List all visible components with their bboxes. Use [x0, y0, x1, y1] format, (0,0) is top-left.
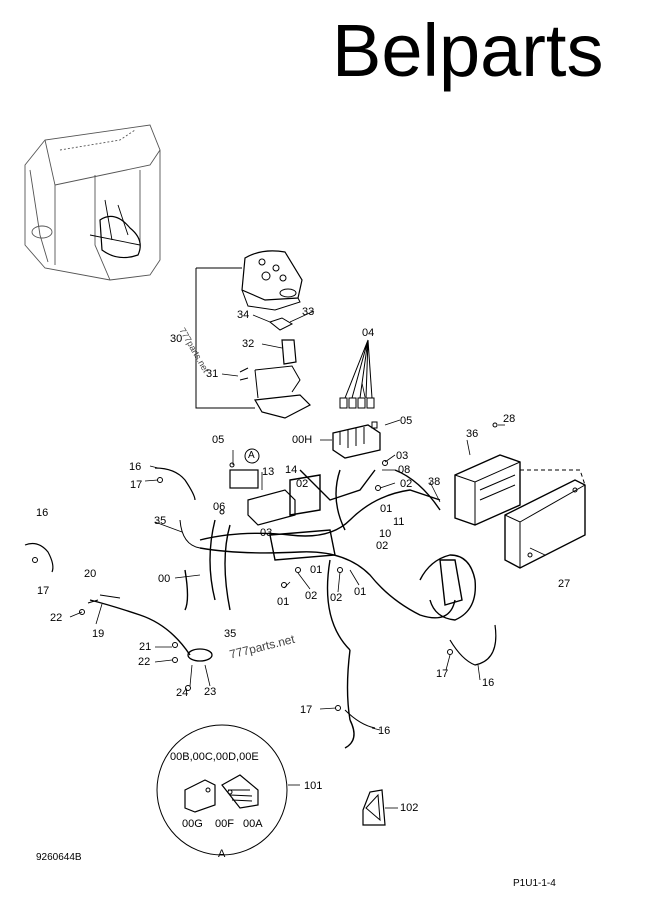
part-label-24: 24: [176, 687, 189, 699]
part-label-32: 32: [242, 338, 255, 350]
mounting-plate: [504, 469, 586, 569]
part-label-16: 16: [378, 725, 391, 737]
part-label-05: 05: [400, 415, 413, 427]
part-label-01: 01: [277, 596, 290, 608]
drawing-number: 9260644B: [36, 852, 82, 863]
part-label-00H: 00H: [292, 434, 313, 446]
detail-marker-letter: A: [248, 450, 255, 461]
main-wire-harness: [184, 469, 477, 749]
part-label-17: 17: [130, 479, 143, 491]
part-label-00: 00: [158, 573, 171, 585]
detail-view-a: [156, 724, 288, 856]
part-label-00F: 00F: [215, 818, 234, 830]
switch-panel-group: [195, 250, 312, 419]
part-label-102: 102: [400, 802, 419, 814]
part-label-27: 27: [558, 578, 571, 590]
detail-marker-circle: [244, 448, 260, 464]
part-label-10: 10: [379, 528, 392, 540]
part-label-22: 22: [138, 656, 151, 668]
page-reference: P1U1-1-4: [513, 878, 556, 889]
part-label-00B-00E: 00B,00C,00D,00E: [170, 751, 259, 763]
part-label-02: 02: [330, 592, 343, 604]
part-label-16: 16: [482, 677, 495, 689]
part-label-34: 34: [237, 309, 250, 321]
part-label-17: 17: [436, 668, 449, 680]
part-label-02: 02: [296, 478, 309, 490]
part-label-17: 17: [300, 704, 313, 716]
part-label-13: 13: [262, 466, 275, 478]
part-label-06: 06: [213, 501, 226, 513]
part-label-02: 02: [305, 590, 318, 602]
part-label-36: 36: [466, 428, 479, 440]
detail-caption: A: [218, 848, 226, 860]
relay-connectors: [339, 339, 375, 409]
small-parts: [24, 460, 497, 729]
part-label-14: 14: [285, 464, 298, 476]
part-label-02: 02: [400, 478, 413, 490]
part-label-38: 38: [428, 476, 441, 488]
part-label-33: 33: [302, 306, 315, 318]
part-label-11: 11: [393, 516, 405, 528]
part-label-28: 28: [503, 413, 516, 425]
part-label-01: 01: [310, 564, 323, 576]
part-label-17: 17: [37, 585, 50, 597]
controller-unit: [454, 422, 521, 526]
fuse-box: [332, 421, 381, 459]
part-label-16: 16: [36, 507, 49, 519]
part-label-03: 03: [396, 450, 409, 462]
part-label-21: 21: [139, 641, 152, 653]
part-label-05: 05: [212, 434, 225, 446]
part-label-08: 08: [398, 464, 411, 476]
part-label-01: 01: [380, 503, 393, 515]
brand-title: Belparts: [332, 9, 604, 92]
part-label-101: 101: [304, 780, 323, 792]
part-label-23: 23: [204, 686, 217, 698]
part-label-03: 03: [260, 527, 273, 539]
part-label-20: 20: [84, 568, 97, 580]
cab-overview-sketch: [24, 124, 161, 281]
label-sticker: [362, 789, 386, 826]
part-label-02: 02: [376, 540, 389, 552]
part-label-04: 04: [362, 327, 375, 339]
part-label-01: 01: [354, 586, 367, 598]
part-label-35: 35: [224, 628, 237, 640]
part-label-00G: 00G: [182, 818, 203, 830]
part-label-22: 22: [50, 612, 63, 624]
leader-lines: [69, 310, 546, 809]
part-label-35: 35: [154, 515, 167, 527]
part-label-31: 31: [206, 368, 219, 380]
part-label-00A: 00A: [243, 818, 263, 830]
part-label-16: 16: [129, 461, 142, 473]
part-label-19: 19: [92, 628, 105, 640]
part-label-30: 30: [170, 333, 183, 345]
